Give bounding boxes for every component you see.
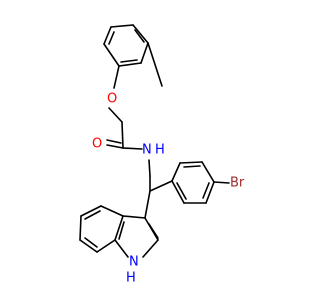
bond bbox=[96, 239, 116, 253]
bond bbox=[80, 205, 102, 217]
bond bbox=[114, 239, 129, 258]
atom-hydrogen-amide: H bbox=[155, 143, 165, 158]
bond bbox=[144, 190, 151, 219]
bond bbox=[149, 180, 173, 192]
atom-labels: O O N H Br N H bbox=[92, 92, 245, 286]
atom-oxygen-ether: O bbox=[107, 92, 117, 107]
bond-double bbox=[183, 165, 201, 168]
bond bbox=[103, 43, 120, 67]
bond bbox=[122, 147, 143, 150]
bond bbox=[110, 24, 134, 28]
atom-hydrogen-indole: H bbox=[126, 271, 136, 286]
atom-oxygen-carbonyl: O bbox=[92, 137, 102, 152]
bond bbox=[106, 144, 124, 149]
atom-bromine: Br bbox=[230, 176, 245, 191]
bond bbox=[142, 239, 159, 258]
bond-double bbox=[120, 59, 138, 63]
bond-double bbox=[84, 210, 101, 220]
bond-lines bbox=[79, 24, 230, 258]
bond bbox=[122, 215, 146, 219]
bond bbox=[205, 181, 215, 204]
bond-double bbox=[176, 182, 187, 200]
bond-double bbox=[134, 29, 145, 43]
bond bbox=[171, 162, 181, 182]
bond bbox=[118, 62, 142, 67]
atom-nitrogen-amide: N bbox=[142, 143, 152, 158]
bond bbox=[213, 181, 230, 184]
bond bbox=[113, 65, 120, 89]
bond bbox=[100, 205, 124, 217]
bond-double bbox=[106, 139, 122, 144]
atom-nitrogen-indole: N bbox=[129, 255, 139, 270]
bond-double bbox=[84, 237, 98, 248]
bond-double bbox=[148, 223, 159, 239]
bond bbox=[79, 215, 82, 241]
molecule-structure: O O N H Br N H bbox=[79, 24, 245, 286]
bond bbox=[179, 161, 203, 164]
bond bbox=[114, 215, 124, 241]
bond bbox=[121, 121, 124, 149]
bond bbox=[108, 107, 123, 123]
bond bbox=[140, 42, 149, 64]
bond bbox=[201, 161, 215, 183]
bond-double bbox=[202, 182, 210, 199]
bond bbox=[171, 180, 185, 204]
bond bbox=[132, 24, 149, 44]
bond bbox=[148, 159, 151, 177]
bond bbox=[147, 42, 163, 87]
molecule-canvas: O O N H Br N H bbox=[79, 24, 245, 286]
bond-double bbox=[118, 221, 125, 240]
bond bbox=[103, 26, 112, 45]
bond bbox=[79, 239, 98, 253]
bond-double bbox=[108, 31, 115, 45]
